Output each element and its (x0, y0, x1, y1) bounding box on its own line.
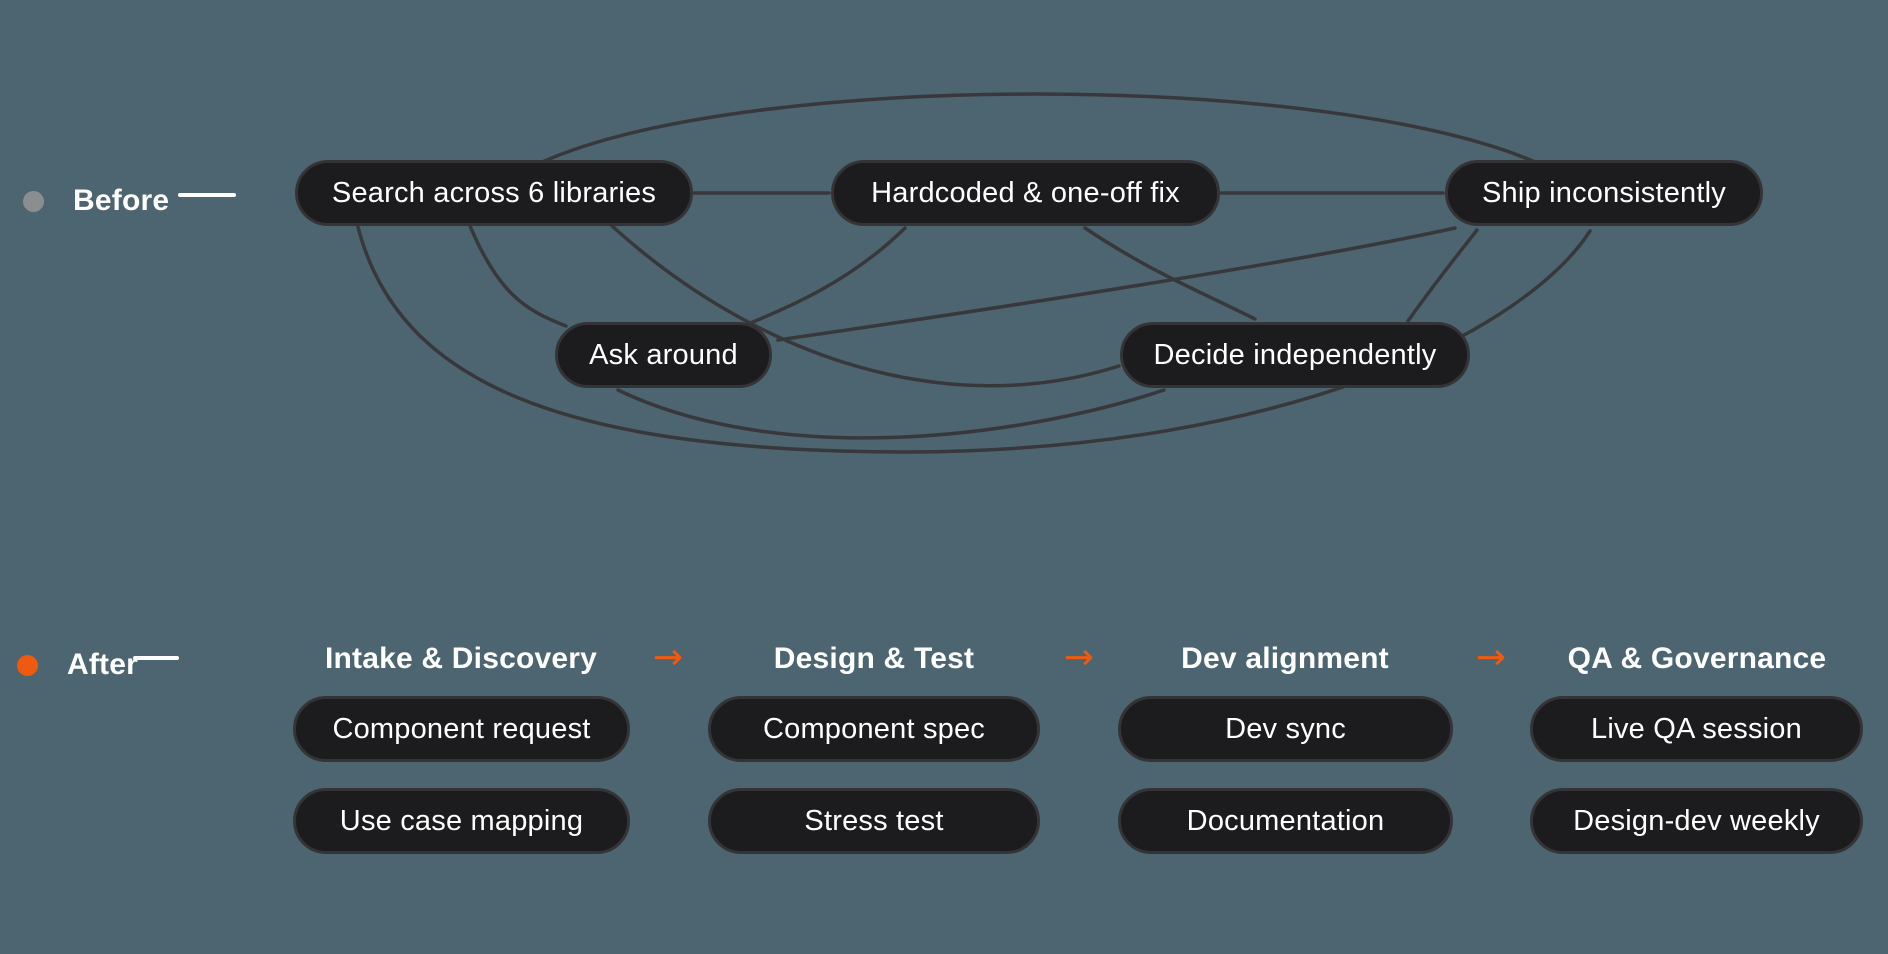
after-node-stress-test: Stress test (708, 788, 1040, 854)
arrow-right-icon: → (1063, 637, 1095, 678)
after-node-design-dev-weekly: Design-dev weekly (1530, 788, 1863, 854)
connection-line (776, 226, 1457, 342)
connection-line (616, 388, 1166, 440)
after-node-documentation: Documentation (1118, 788, 1453, 854)
after-node-use-case-mapping: Use case mapping (293, 788, 630, 854)
before-node-ask-around: Ask around (555, 322, 772, 388)
after-dot-icon (17, 654, 38, 676)
connection-line (1083, 226, 1257, 321)
before-label: Before (73, 184, 170, 217)
after-node-dev-sync: Dev sync (1118, 696, 1453, 762)
connection-line (468, 224, 568, 328)
after-node-component-spec: Component spec (708, 696, 1040, 762)
before-node-search-libraries: Search across 6 libraries (295, 160, 693, 226)
after-header-intake-discovery: Intake & Discovery (324, 642, 598, 675)
after-header-qa-governance: QA & Governance (1567, 642, 1827, 675)
before-dash-line (178, 193, 236, 197)
before-node-decide-independently: Decide independently (1120, 322, 1470, 388)
after-label: After (67, 648, 139, 681)
connection-line (1406, 228, 1479, 323)
after-header-design-test: Design & Test (773, 642, 975, 675)
before-node-hardcoded-fix: Hardcoded & one-off fix (831, 160, 1220, 226)
connection-line (538, 92, 1554, 172)
before-dot-icon (23, 190, 44, 212)
connection-line (356, 225, 1592, 454)
after-node-component-request: Component request (293, 696, 630, 762)
connection-line (610, 224, 1121, 388)
after-dash-line (133, 656, 179, 660)
connection-line (746, 226, 907, 326)
after-node-live-qa-session: Live QA session (1530, 696, 1863, 762)
arrow-right-icon: → (1475, 637, 1507, 678)
before-legend: Before (23, 184, 169, 218)
after-legend: After (17, 648, 138, 682)
before-node-ship-inconsistently: Ship inconsistently (1445, 160, 1763, 226)
after-header-dev-alignment: Dev alignment (1181, 642, 1389, 675)
arrow-right-icon: → (652, 637, 684, 678)
